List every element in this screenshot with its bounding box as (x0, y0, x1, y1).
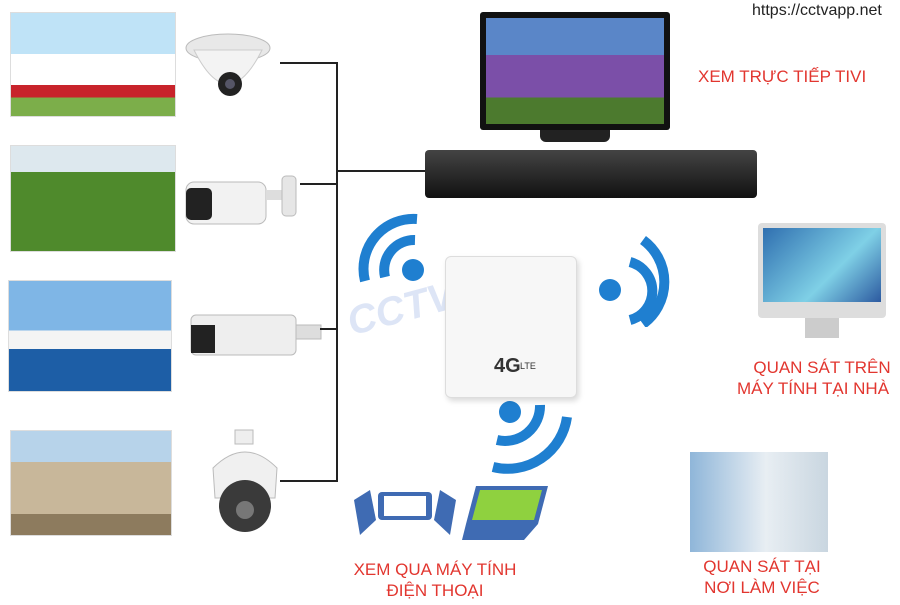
wifi-signal-bottom-icon (491, 401, 572, 474)
smartphone-hands-icon (354, 490, 456, 535)
router-lte-badge: LTE (520, 361, 536, 371)
mobile-label-line1: XEM QUA MÁY TÍNH (353, 560, 517, 579)
website-url: https://cctvapp.net (752, 2, 882, 19)
ptz-camera-icon (212, 429, 278, 532)
nvr-recorder (425, 150, 757, 198)
laptop-icon (462, 486, 548, 540)
desktop-computer (758, 223, 886, 318)
tv-label: XEM TRỰC TIẾP TIVI (698, 67, 867, 86)
office-label-line2: NƠI LÀM VIỆC (704, 578, 820, 597)
bullet-camera-icon (185, 175, 297, 225)
box-camera-icon (190, 314, 322, 356)
router-4g-badge: 4G (494, 355, 521, 377)
office-label-line1: QUAN SÁT TẠI (703, 557, 821, 576)
construction-photo (10, 430, 172, 536)
wifi-signal-right-icon (599, 235, 670, 327)
office-worker-photo (690, 452, 828, 552)
cruise-ship-photo (8, 280, 172, 392)
bus-photo (10, 12, 176, 117)
home-pc-label-line1: QUAN SÁT TRÊN (753, 358, 891, 377)
wifi-signal-left-icon (358, 213, 424, 283)
4g-router: 4G LTE (445, 256, 577, 398)
greenhouse-photo (10, 145, 176, 252)
tv-monitor (480, 12, 670, 130)
mobile-label-line2: ĐIỆN THOẠI (386, 581, 484, 600)
home-pc-label-line2: MÁY TÍNH TẠI NHÀ (736, 379, 890, 398)
dome-camera-icon (185, 33, 271, 96)
